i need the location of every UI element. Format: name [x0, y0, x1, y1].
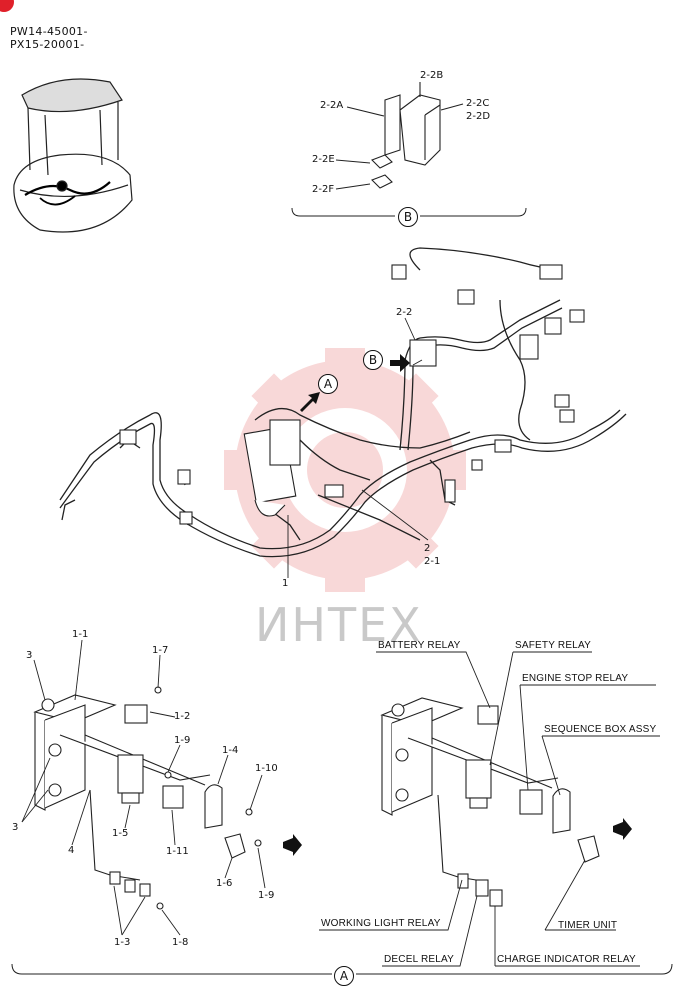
label-3-top: 3 — [26, 650, 33, 661]
label-1-2: 1-2 — [174, 711, 191, 722]
main-harness-drawing — [59, 247, 627, 558]
arrow-a-marker: A — [318, 374, 338, 394]
arrow-b-icon — [390, 354, 410, 372]
serial-number-2: PX15-20001- — [10, 38, 85, 51]
label-2-2c: 2-2C — [466, 98, 490, 109]
charge-indicator-relay-label: CHARGE INDICATOR RELAY — [497, 954, 636, 965]
label-1-9-top: 1-9 — [174, 735, 191, 746]
label-2-2b: 2-2B — [420, 70, 444, 81]
serial-number-1: PW14-45001- — [10, 25, 88, 38]
battery-relay-label: BATTERY RELAY — [378, 640, 461, 651]
label-1-4: 1-4 — [222, 745, 239, 756]
view-b-marker: B — [398, 207, 418, 227]
label-1-1: 1-1 — [72, 629, 89, 640]
arrow-a-icon — [300, 392, 320, 412]
relay-leaders — [319, 651, 660, 967]
machine-thumbnail — [13, 78, 133, 233]
label-1-6: 1-6 — [216, 878, 233, 889]
label-4: 4 — [68, 845, 75, 856]
label-1-3: 1-3 — [114, 937, 131, 948]
arrow-right-assy-icon — [613, 818, 632, 840]
working-light-relay-label: WORKING LIGHT RELAY — [321, 918, 441, 929]
label-2-2e: 2-2E — [312, 154, 335, 165]
label-2-2a: 2-2A — [320, 100, 344, 111]
label-1-9-bottom: 1-9 — [258, 890, 275, 901]
bracket-assembly-right — [380, 697, 600, 907]
label-3-left: 3 — [12, 822, 19, 833]
label-1-5: 1-5 — [112, 828, 129, 839]
label-1-11: 1-11 — [166, 846, 189, 857]
label-1-8: 1-8 — [172, 937, 189, 948]
corner-badge — [0, 0, 14, 12]
left-leaders — [21, 639, 266, 936]
engine-stop-relay-label: ENGINE STOP RELAY — [522, 673, 629, 684]
label-2-1: 2-1 — [424, 556, 441, 567]
safety-relay-label: SAFETY RELAY — [515, 640, 591, 651]
label-2-2d: 2-2D — [466, 111, 491, 122]
view-a-marker: A — [334, 966, 354, 986]
sequence-box-label: SEQUENCE BOX ASSY — [544, 724, 657, 735]
decel-relay-label: DECEL RELAY — [384, 954, 455, 965]
timer-unit-label: TIMER UNIT — [558, 920, 618, 931]
watermark-text: ИНТЕХ — [255, 598, 423, 652]
label-1-10: 1-10 — [255, 763, 278, 774]
label-1-7: 1-7 — [152, 645, 169, 656]
label-2-2: 2-2 — [396, 307, 413, 318]
label-1: 1 — [282, 578, 289, 589]
main-component-drawing — [119, 264, 585, 525]
view-a-bracket — [11, 963, 673, 975]
label-2-2f: 2-2F — [312, 184, 335, 195]
label-2: 2 — [424, 543, 431, 554]
view-b-parts-drawing — [335, 82, 464, 190]
bracket-assembly-left — [33, 686, 262, 910]
arrow-b-marker: B — [363, 350, 383, 370]
main-leaders — [287, 317, 429, 578]
view-b-bracket — [291, 207, 527, 217]
arrow-left-assy-icon — [283, 834, 302, 856]
